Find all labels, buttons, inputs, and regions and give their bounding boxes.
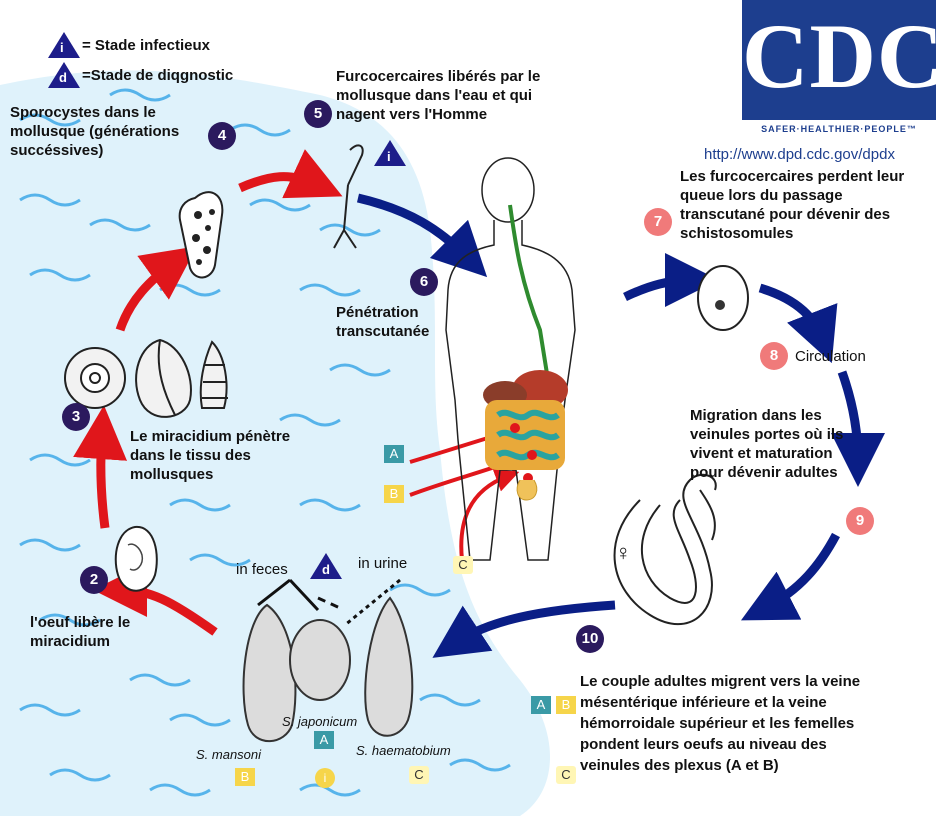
tag-a-step10: A — [531, 696, 551, 714]
step-2-text: l'oeuf libère le miracidium — [30, 613, 160, 651]
infective-stage-icon — [48, 32, 80, 58]
step-5-text: Furcocercaires libérés par le mollusque … — [336, 67, 566, 124]
step-7-text: Les furcocercaires perdent leur queue lo… — [680, 167, 930, 243]
step-7-badge: 7 — [644, 208, 672, 236]
in-urine-label: in urine — [358, 554, 407, 573]
s-japonicum-label: S. japonicum — [282, 712, 357, 731]
schistosomule-illustration — [698, 266, 748, 330]
step-9-text: Migration dans les veinules portes où il… — [690, 406, 850, 482]
tag-a-japonicum: A — [314, 731, 334, 749]
step-10-text: Le couple adultes migrent vers la veine … — [580, 671, 865, 776]
step-6-text: Pénétration transcutanée — [336, 303, 456, 341]
step-6-badge: 6 — [410, 268, 438, 296]
miracidium-egg-illustration — [116, 527, 157, 591]
cdc-logo-text: CDC — [742, 6, 936, 106]
step-5-badge: 5 — [304, 100, 332, 128]
tag-b-step10: B — [556, 696, 576, 714]
step-2-badge: 2 — [80, 566, 108, 594]
infective-egg-dot: i — [315, 768, 335, 788]
tag-c-body: C — [453, 556, 473, 574]
infective-symbol: i — [60, 40, 64, 55]
s-haematobium-label: S. haematobium — [356, 741, 451, 760]
tag-b-body: B — [384, 485, 404, 503]
cdc-logo: CDC — [742, 6, 936, 106]
infective-marker-symbol: i — [387, 149, 391, 164]
step-4-badge: 4 — [208, 122, 236, 150]
tag-a-body: A — [384, 445, 404, 463]
tag-b-mansoni: B — [235, 768, 255, 786]
s-mansoni-label: S. mansoni — [196, 745, 261, 764]
step-4-text: Sporocystes dans le mollusque (génératio… — [10, 103, 180, 160]
in-feces-label: in feces — [236, 560, 288, 579]
step-3-badge: 3 — [62, 403, 90, 431]
tag-c-step10: C — [556, 766, 576, 784]
step-8-badge: 8 — [760, 342, 788, 370]
diagnostic-marker-symbol: d — [322, 562, 330, 577]
cdc-url[interactable]: http://www.dpd.cdc.gov/dpdx — [704, 146, 895, 163]
diagnostic-symbol: d — [59, 70, 67, 85]
female-symbol: ♀ — [615, 540, 632, 566]
step-10-badge: 10 — [576, 625, 604, 653]
cdc-tagline: SAFER·HEALTHIER·PEOPLE™ — [742, 124, 936, 134]
diagnostic-stage-label: =Stade de diqgnostic — [82, 66, 233, 85]
tag-c-haematobium: C — [409, 766, 429, 784]
step-9-badge: 9 — [846, 507, 874, 535]
digestive-organs — [483, 205, 568, 500]
infective-stage-label: = Stade infectieux — [82, 36, 210, 55]
step-8-text: Circulation — [795, 347, 866, 366]
step-3-text: Le miracidium pénètre dans le tissu des … — [130, 427, 320, 484]
